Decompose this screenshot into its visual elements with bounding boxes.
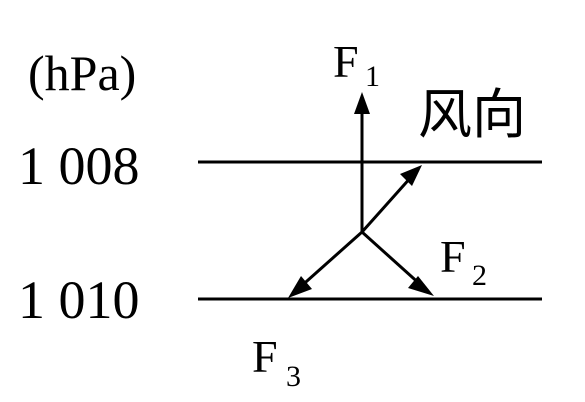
isobar-1010-label: 1 010 [18, 270, 140, 330]
f3-label: F 3 [252, 331, 301, 393]
wind-direction-label: 风向 [418, 85, 526, 145]
f2-label: F 2 [440, 231, 487, 292]
isobar-1008-label: 1 008 [18, 136, 140, 196]
f2-arrow [360, 230, 434, 296]
svg-text:F: F [252, 331, 278, 382]
svg-text:3: 3 [286, 360, 301, 393]
f3-arrow [288, 230, 363, 298]
unit-label: (hPa) [28, 45, 136, 101]
wind-direction-arrow [360, 165, 422, 233]
f1-arrow [354, 92, 370, 232]
svg-text:1: 1 [365, 60, 380, 93]
svg-text:2: 2 [472, 259, 487, 292]
f1-label: F 1 [333, 36, 380, 93]
svg-text:F: F [440, 231, 466, 282]
svg-text:F: F [333, 36, 359, 87]
